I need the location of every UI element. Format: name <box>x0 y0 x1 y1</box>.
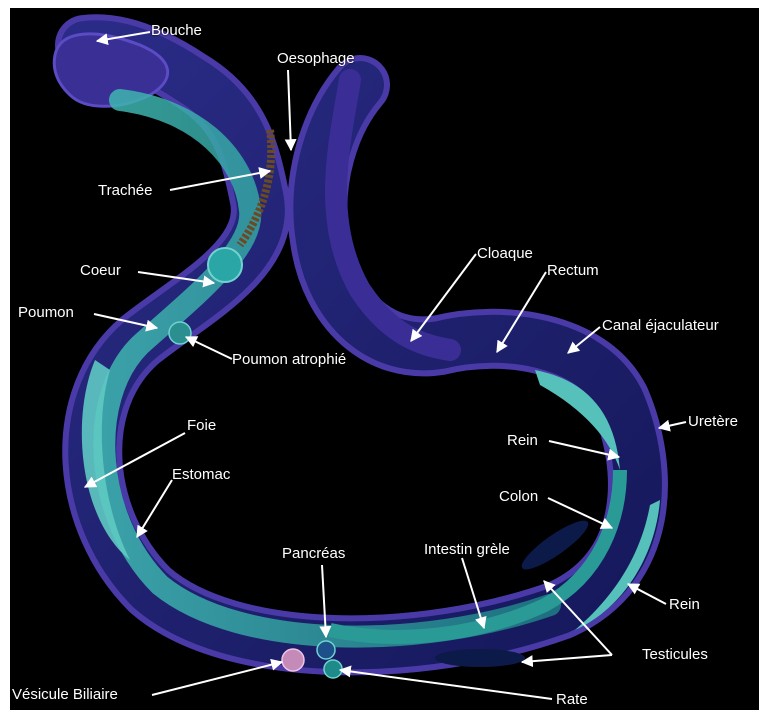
label-rectum: Rectum <box>547 262 599 280</box>
arrow-vesicule <box>152 662 282 695</box>
label-rein-upper: Rein <box>507 432 538 450</box>
arrow-oesophage <box>288 70 291 150</box>
label-bouche: Bouche <box>151 22 202 40</box>
arrow-uretere <box>659 422 686 428</box>
label-rate: Rate <box>556 691 588 709</box>
heart <box>208 248 242 282</box>
label-poumon: Poumon <box>18 304 74 322</box>
label-vesicule-biliaire: Vésicule Biliaire <box>12 686 118 704</box>
arrow-rate <box>340 670 552 699</box>
label-foie: Foie <box>187 417 216 435</box>
arrow-rein-lower <box>628 584 666 604</box>
pancreas <box>317 641 335 659</box>
label-pancreas: Pancréas <box>282 545 345 563</box>
label-rein-lower: Rein <box>669 596 700 614</box>
arrow-testicules-2 <box>522 655 612 662</box>
label-coeur: Coeur <box>80 262 121 280</box>
label-trachee: Trachée <box>98 182 152 200</box>
label-estomac: Estomac <box>172 466 230 484</box>
gallbladder <box>282 649 304 671</box>
label-testicules: Testicules <box>642 646 708 664</box>
atrophied-lung <box>169 322 191 344</box>
label-oesophage: Oesophage <box>277 50 355 68</box>
label-poumon-atrophie: Poumon atrophié <box>232 351 346 369</box>
arrow-estomac <box>137 480 172 537</box>
label-canal-ejaculateur: Canal éjaculateur <box>602 317 719 335</box>
label-colon: Colon <box>499 488 538 506</box>
label-cloaque: Cloaque <box>477 245 533 263</box>
testicle-2 <box>435 649 525 667</box>
arrow-poumon-atrophie <box>186 337 232 359</box>
spleen <box>324 660 342 678</box>
label-intestin-grele: Intestin grèle <box>424 541 510 559</box>
label-uretere: Uretère <box>688 413 738 431</box>
